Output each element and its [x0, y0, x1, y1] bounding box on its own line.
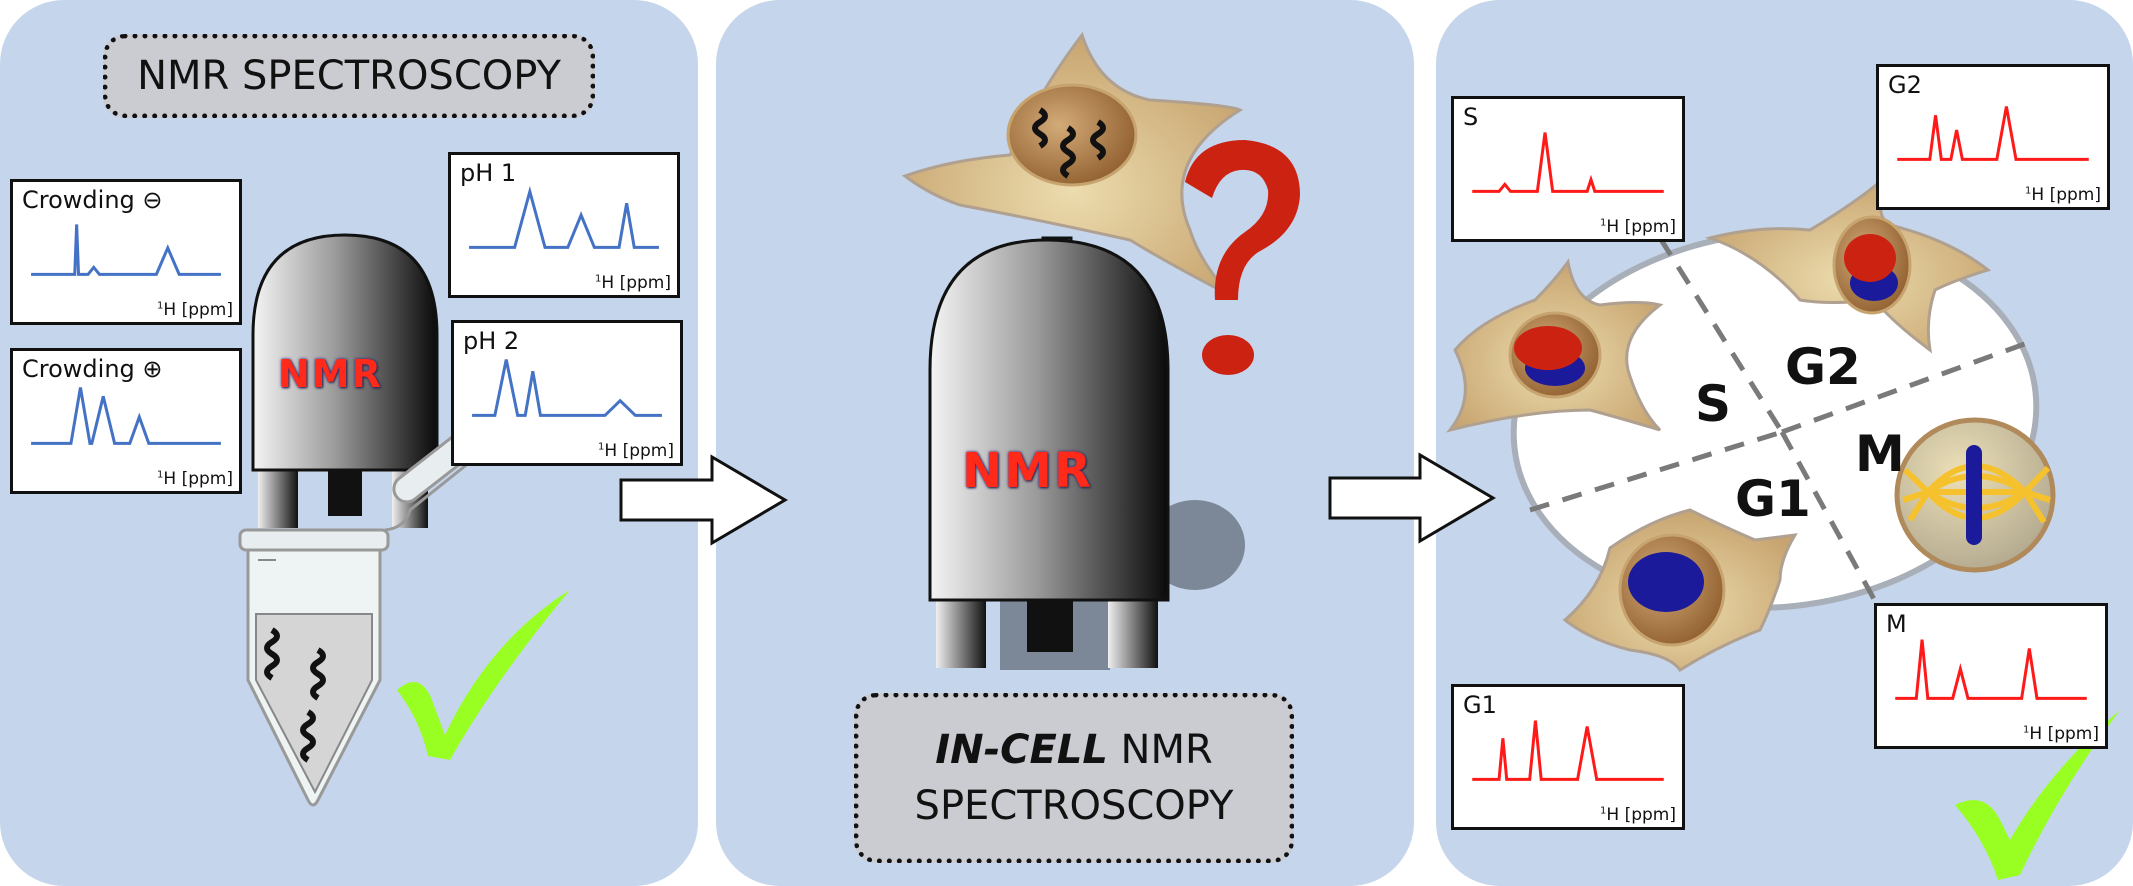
spectrum-ph-2: pH 2 1H [ppm]	[451, 320, 683, 466]
spectrum-g2-phase: G2 1H [ppm]	[1876, 64, 2110, 210]
phase-label-g1: G1	[1735, 470, 1811, 528]
spectrum-trace	[1897, 106, 2089, 161]
title-nmr-spectroscopy: NMR SPECTROSCOPY	[103, 34, 595, 118]
magnet-body	[928, 238, 1170, 602]
tube-liquid	[255, 613, 373, 795]
cell-g2-phase	[1704, 173, 1992, 354]
magnet-leg	[1108, 590, 1158, 668]
dna-helix	[1090, 119, 1106, 161]
axis-label: 1H [ppm]	[2025, 185, 2101, 205]
magnet-body	[251, 233, 439, 472]
axis-label: 1H [ppm]	[595, 273, 671, 293]
spectrum-plot	[1895, 639, 2087, 700]
tube-rim	[238, 528, 390, 552]
spectrum-label: M	[1886, 610, 1907, 638]
cell-cycle-dividers	[1529, 236, 2031, 612]
question-mark-dot	[1202, 335, 1254, 375]
dna-helix	[1032, 107, 1048, 149]
spectrum-label: G1	[1463, 691, 1497, 719]
chromatin-blue	[1628, 552, 1704, 612]
spectrum-plot	[472, 359, 662, 417]
spectrum-g1-phase: G1 1H [ppm]	[1451, 684, 1685, 830]
title-text: NMR	[1120, 727, 1213, 773]
title-line-2: SPECTROSCOPY	[914, 783, 1234, 829]
axis-label: 1H [ppm]	[1600, 805, 1676, 825]
magnet-shadow	[1145, 500, 1245, 590]
title-text: NMR SPECTROSCOPY	[137, 53, 561, 99]
question-mark-icon	[1185, 140, 1300, 300]
spectrum-trace	[31, 387, 221, 445]
title-line-1: IN-CELL NMR	[935, 722, 1213, 778]
dna-helix	[310, 647, 326, 701]
nmr-magnet-label: NMR	[962, 443, 1093, 499]
spectrum-plot	[1897, 106, 2089, 161]
phase-label-s: S	[1695, 375, 1732, 433]
spectrum-trace	[31, 224, 221, 276]
spectrum-m-phase: M 1H [ppm]	[1874, 603, 2108, 749]
spectrum-label: pH 1	[460, 159, 517, 187]
spectrum-label: G2	[1888, 71, 1922, 99]
spectrum-crowding-minus: Crowding ⊖ 1H [ppm]	[10, 179, 242, 325]
spectrum-plot	[31, 387, 221, 445]
checkmark-icon	[1955, 710, 2120, 880]
chromatin-red	[1844, 234, 1896, 282]
axis-label: 1H [ppm]	[157, 300, 233, 320]
spectrum-trace	[469, 185, 659, 249]
cell-s-phase	[1446, 258, 1664, 433]
nmr-magnet-label: NMR	[278, 352, 383, 396]
checkmark-icon	[397, 590, 570, 760]
eppendorf-tube	[238, 422, 488, 807]
spectrum-trace	[472, 359, 662, 417]
dna-helix	[1060, 125, 1076, 179]
spectrum-plot	[1472, 720, 1664, 781]
spectrum-label: Crowding ⊕	[22, 355, 163, 383]
axis-label: 1H [ppm]	[598, 441, 674, 461]
divider-line	[1529, 429, 1783, 513]
spectrum-plot	[469, 185, 659, 249]
axis-label: 1H [ppm]	[1600, 217, 1676, 237]
divider-line	[1657, 236, 1785, 434]
aster	[2022, 465, 2051, 524]
chromatin-red	[1514, 326, 1582, 370]
dna-helix	[264, 627, 280, 681]
arrow-right-icon	[1328, 452, 1496, 544]
dna-helix	[300, 709, 316, 763]
dna-helices	[1032, 107, 1106, 179]
spectrum-plot	[31, 224, 221, 276]
phase-label-g2: G2	[1785, 338, 1861, 396]
dna-helices	[264, 627, 326, 763]
cell-g1-phase	[1562, 508, 1798, 673]
spectrum-label: Crowding ⊖	[22, 186, 163, 214]
axis-label: 1H [ppm]	[157, 469, 233, 489]
spectrum-crowding-plus: Crowding ⊕ 1H [ppm]	[10, 348, 242, 494]
spectrum-plot	[1472, 132, 1664, 193]
spectrum-trace	[1472, 720, 1664, 781]
cell-in-cell	[901, 31, 1244, 297]
axis-label: 1H [ppm]	[2023, 724, 2099, 744]
cell-m-phase	[1894, 417, 2056, 573]
plus-circle-icon: ⊕	[142, 355, 163, 383]
spectrum-trace	[1472, 132, 1664, 193]
tube-hinge	[384, 460, 471, 532]
divider-line	[1781, 339, 2031, 435]
spectrum-trace	[1895, 639, 2087, 700]
spectrum-ph-1: pH 1 1H [ppm]	[448, 152, 680, 298]
spectrum-label: pH 2	[463, 327, 520, 355]
spectrum-s-phase: S 1H [ppm]	[1451, 96, 1685, 242]
magnet-leg	[936, 590, 986, 668]
spectrum-label: S	[1463, 103, 1479, 131]
arrow-right-icon	[619, 454, 788, 546]
aster	[1902, 467, 1931, 522]
title-in-cell-nmr-spectroscopy: IN-CELL NMR SPECTROSCOPY	[854, 693, 1294, 863]
minus-circle-icon: ⊖	[142, 186, 163, 214]
title-emphasis: IN-CELL	[935, 727, 1108, 773]
nmr-magnet-in-cell	[928, 238, 1245, 670]
phase-label-m: M	[1855, 425, 1905, 483]
chromosomes	[1966, 445, 1982, 545]
